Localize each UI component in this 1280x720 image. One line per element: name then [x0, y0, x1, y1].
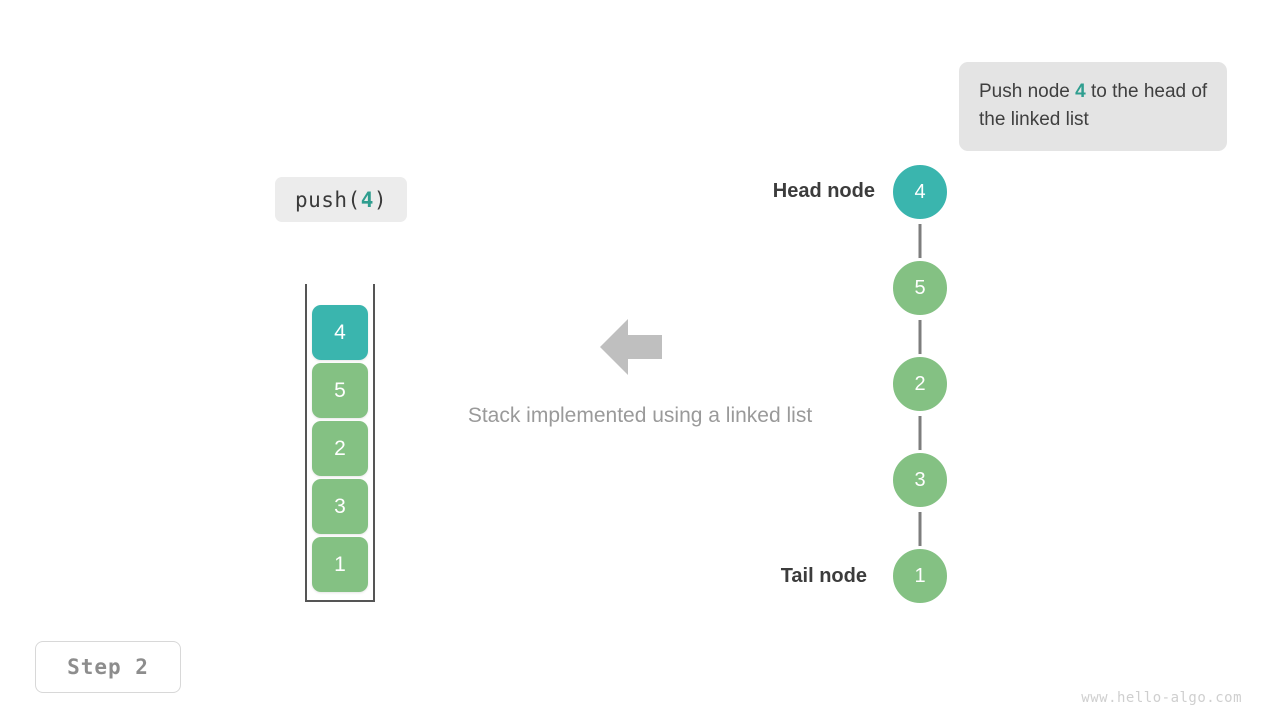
- stack-cell-value: 2: [334, 436, 346, 460]
- node-circle: 3: [890, 450, 950, 510]
- node-circle: 2: [890, 354, 950, 414]
- left-block-arrow-icon: [600, 317, 662, 377]
- callout-highlight-value: 4: [1075, 81, 1086, 102]
- operation-close-paren: ): [373, 187, 388, 212]
- node-circle: 1: [890, 546, 950, 606]
- linked-list-node: 1: [880, 546, 960, 606]
- stack-floor: [305, 600, 375, 602]
- node-value: 5: [914, 276, 926, 299]
- node-value: 3: [914, 468, 926, 491]
- step-badge: Step 2: [35, 641, 181, 693]
- linked-list-node: 5: [880, 258, 960, 318]
- stack-wall-right: [373, 284, 375, 602]
- callout-prefix: Push node: [979, 81, 1076, 102]
- operation-name: push: [294, 187, 348, 212]
- head-node-label: Head node: [772, 180, 875, 202]
- operation-open-paren: (: [347, 187, 361, 212]
- node-circle: 5: [890, 258, 950, 318]
- operation-argument: 4: [360, 187, 374, 212]
- stack-wall-left: [305, 284, 307, 602]
- stack-cell-value: 3: [334, 494, 346, 518]
- callout-box: Push node 4 to the head of the linked li…: [959, 62, 1227, 152]
- stack-container: 4 5 2 3 1: [305, 284, 375, 602]
- stack-cell: 2: [312, 421, 368, 476]
- stack-cell: 4: [312, 305, 368, 360]
- node-value: 1: [914, 564, 926, 587]
- stack-cell-value: 1: [334, 552, 346, 576]
- callout-suffix: to the head of the linked list: [979, 81, 1208, 130]
- tail-node-label: Tail node: [780, 565, 867, 587]
- node-circle: 4: [890, 162, 950, 222]
- node-value: 2: [914, 372, 926, 395]
- watermark: www.hello-algo.com: [1081, 690, 1242, 706]
- diagram-caption: Stack implemented using a linked list: [467, 404, 813, 427]
- stack-cell-value: 4: [334, 320, 346, 344]
- linked-list: 4 5 2 3: [880, 154, 960, 614]
- operation-label: push(4): [275, 177, 407, 222]
- stack-item-list: 4 5 2 3 1: [312, 305, 368, 592]
- stack-cell: 1: [312, 537, 368, 592]
- stack-cell-value: 5: [334, 378, 346, 402]
- linked-list-node: 4: [880, 162, 960, 222]
- stack-cell: 5: [312, 363, 368, 418]
- stack-cell: 3: [312, 479, 368, 534]
- node-value: 4: [914, 180, 926, 203]
- linked-list-node: 3: [880, 450, 960, 510]
- linked-list-node: 2: [880, 354, 960, 414]
